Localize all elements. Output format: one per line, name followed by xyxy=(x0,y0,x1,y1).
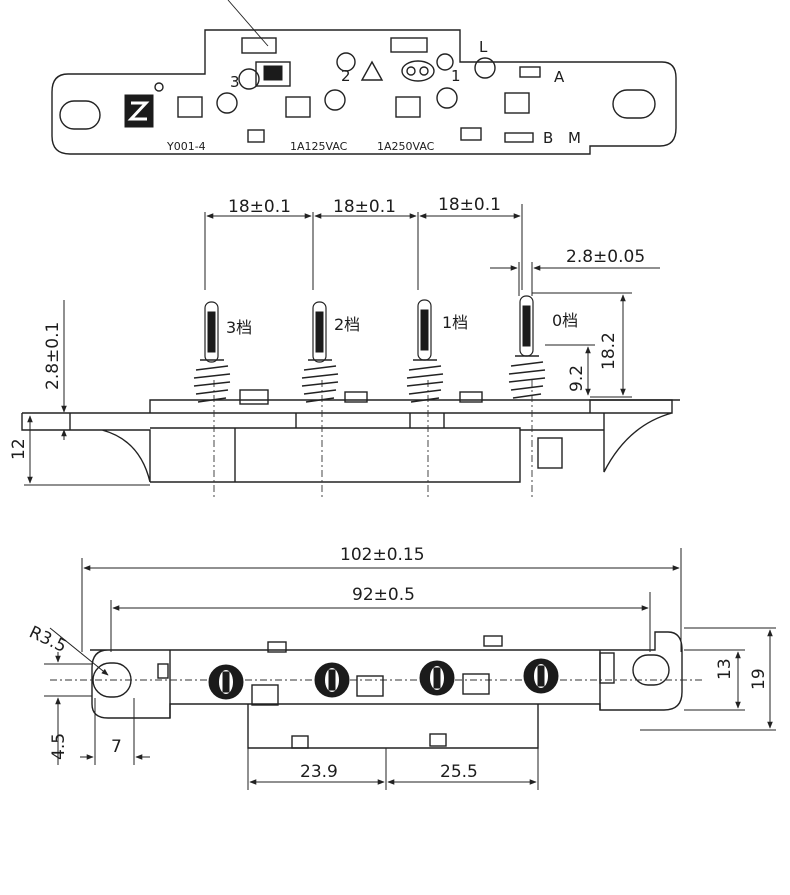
letter-label: B xyxy=(543,129,553,147)
base-body xyxy=(21,399,673,483)
letter-label: A xyxy=(554,68,565,86)
slot xyxy=(267,641,287,653)
pin-hole xyxy=(436,53,454,71)
brand-logo xyxy=(124,82,164,128)
pitch-label: 18±0.1 xyxy=(333,197,396,217)
pin-hole xyxy=(474,57,496,79)
rail-slot xyxy=(291,735,309,749)
top-plate-outline xyxy=(51,29,677,155)
pin-hole xyxy=(336,52,356,72)
hole-offset-dimension xyxy=(44,652,150,765)
base-tab xyxy=(239,389,269,405)
pin-width-label: 2.8±0.05 xyxy=(566,247,645,267)
top-view: 3 2 1 L A B M Y001-4 1A125VAC 1A250VAC xyxy=(51,0,677,155)
lower-slot xyxy=(504,132,534,143)
rating-label: 1A125VAC xyxy=(290,140,348,153)
outer-width-label: 19 xyxy=(749,668,769,690)
terminal-3 xyxy=(208,664,244,700)
base-height-label: 12 xyxy=(9,438,29,460)
spring-pin-1 xyxy=(406,299,444,403)
rail-slot xyxy=(429,733,447,747)
position-label: 3 xyxy=(230,73,240,91)
contact-window xyxy=(177,96,203,118)
pitch-label: 18±0.1 xyxy=(438,195,501,215)
base-tab xyxy=(344,391,368,403)
hole-offset-y-label: 4.5 xyxy=(49,733,69,760)
contact-window xyxy=(395,96,421,118)
lower-slot xyxy=(460,127,482,141)
window xyxy=(462,673,490,695)
pin-label: 3档 xyxy=(226,318,252,337)
lower-slot xyxy=(247,129,265,143)
pitch-dimension xyxy=(204,204,523,290)
spring-pin-3 xyxy=(193,301,231,403)
thickness-label: 2.8±0.1 xyxy=(43,322,63,390)
spacing-dimension xyxy=(247,748,539,790)
window xyxy=(356,675,384,697)
side-view: 18±0.1 18±0.1 18±0.1 2.8±0.05 18.2 9.2 xyxy=(9,195,680,500)
right-slot xyxy=(612,89,656,119)
height-dimension xyxy=(532,292,632,398)
window xyxy=(251,684,279,706)
width-dimension xyxy=(640,627,776,731)
pin-label: 0档 xyxy=(552,311,578,330)
hole-spacing-label: 92±0.5 xyxy=(352,585,415,605)
ccc-mark xyxy=(401,60,435,82)
cert-box xyxy=(255,61,291,87)
rating-label: 1A250VAC xyxy=(377,140,435,153)
radius-label: R3.5 xyxy=(26,622,70,657)
spring-pin-2 xyxy=(301,301,339,403)
model-label: Y001-4 xyxy=(166,140,206,153)
pin-label: 2档 xyxy=(334,315,360,334)
base-tab xyxy=(459,391,483,403)
spacing-label: 23.9 xyxy=(300,762,338,782)
pin-hole xyxy=(436,87,458,109)
spacing-label: 25.5 xyxy=(440,762,478,782)
mount-hole xyxy=(632,654,670,686)
pin-hole xyxy=(216,92,238,114)
side-slot xyxy=(519,66,541,78)
pin-height-label: 18.2 xyxy=(599,332,619,370)
length-label: 102±0.15 xyxy=(340,545,425,565)
length-dimension xyxy=(81,548,682,652)
pin-label: 1档 xyxy=(442,313,468,332)
slot xyxy=(157,663,169,679)
inner-width-label: 13 xyxy=(715,658,735,680)
position-label: 2 xyxy=(341,67,351,85)
radius-leader xyxy=(49,627,109,676)
base-top-line xyxy=(149,399,680,413)
pin-hole xyxy=(238,68,260,90)
terminal-0 xyxy=(523,658,559,694)
pin-hole xyxy=(324,89,346,111)
pitch-label: 18±0.1 xyxy=(228,197,291,217)
warning-icon xyxy=(360,60,384,81)
bottom-view: 102±0.15 92±0.5 xyxy=(26,545,776,790)
position-label: 1 xyxy=(451,67,461,85)
hole-offset-x-label: 7 xyxy=(111,737,122,757)
contact-window xyxy=(285,96,311,118)
cert-mark xyxy=(263,65,283,81)
bottom-plate-outline xyxy=(90,631,683,719)
left-slot xyxy=(59,100,101,130)
terminal-2 xyxy=(314,662,350,698)
bottom-rail xyxy=(247,704,539,749)
pin-width-dimension xyxy=(490,262,660,296)
terminal-1 xyxy=(419,660,455,696)
letter-label: M xyxy=(568,129,581,147)
leader-line xyxy=(227,0,269,47)
slot xyxy=(599,652,615,684)
spring-pin-0 xyxy=(508,295,546,399)
top-slot xyxy=(241,37,277,54)
contact-window xyxy=(504,92,530,114)
slot xyxy=(483,635,503,647)
base-pocket xyxy=(537,437,563,469)
top-slot xyxy=(390,37,428,53)
spring-height-label: 9.2 xyxy=(567,365,587,392)
letter-label: L xyxy=(479,38,488,56)
